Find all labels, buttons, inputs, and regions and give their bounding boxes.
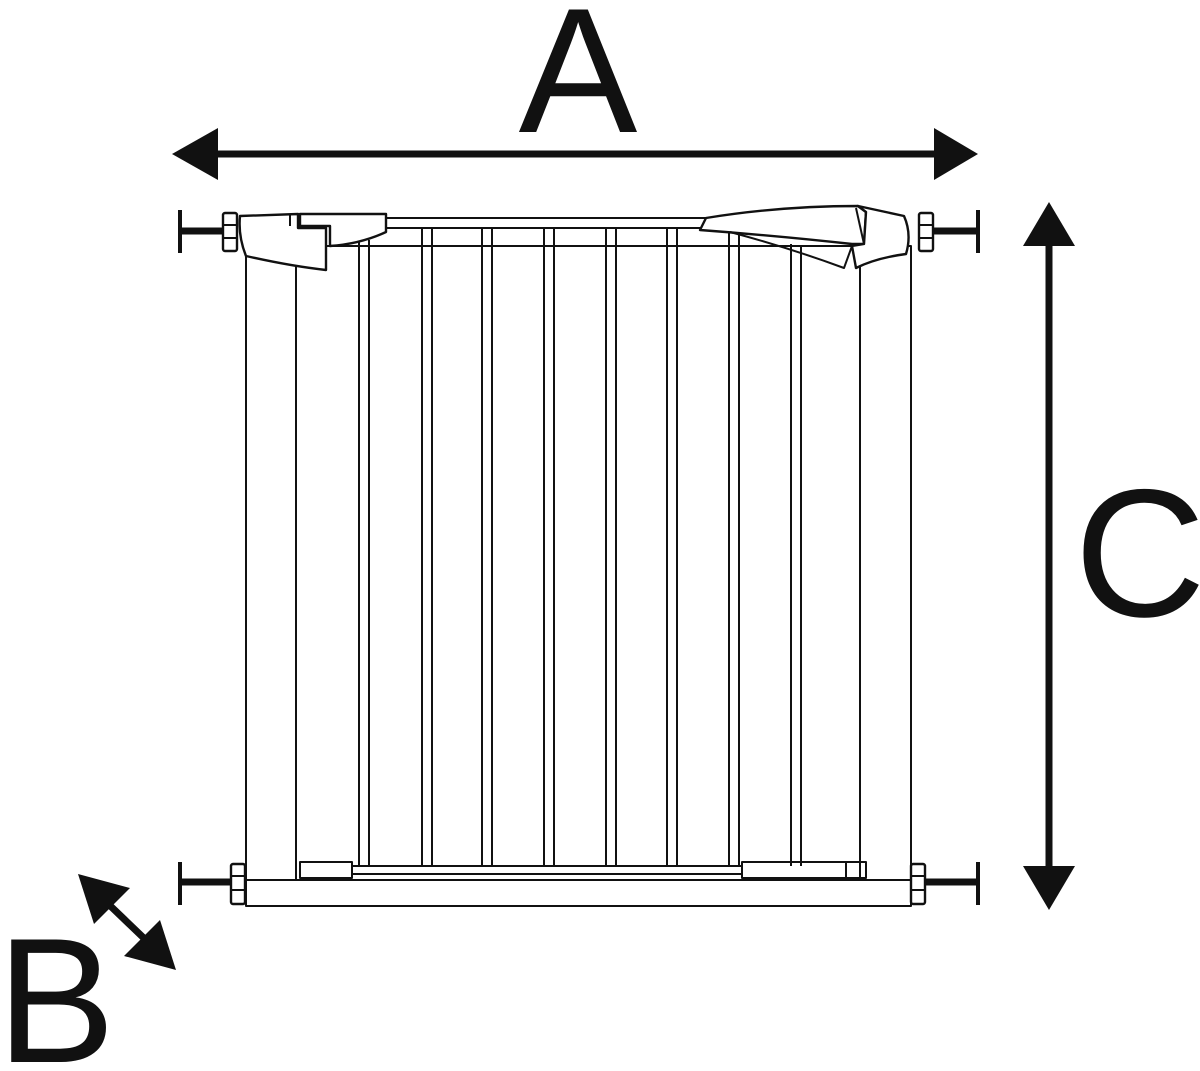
gate-frame (245, 217, 912, 907)
bottom-left-hinge-plate (299, 861, 353, 879)
door-bar (481, 228, 493, 866)
door-bar (790, 244, 802, 866)
depth-arrow-bottom-head (124, 920, 176, 970)
height-label: C (1074, 451, 1200, 655)
door-bar (358, 240, 370, 866)
dimension-a: A (172, 0, 978, 180)
dimension-b: B (0, 874, 176, 1071)
bottom-right-latch-plate (741, 861, 867, 879)
top-right-pressure-bolt (917, 210, 980, 253)
bottom-right-pressure-bolt (909, 862, 980, 906)
outer-frame (245, 245, 912, 907)
height-arrow-bottom-head (1023, 866, 1075, 910)
depth-arrow-top-head (78, 874, 130, 924)
door-bar (543, 228, 555, 866)
depth-label: B (0, 901, 115, 1071)
top-left-hinge-housing (238, 212, 388, 272)
top-left-pressure-bolt (178, 210, 239, 253)
top-right-latch-handle (698, 204, 910, 270)
width-arrow-right-head (934, 128, 978, 180)
dimension-c: C (1023, 202, 1200, 910)
door-bar (605, 228, 617, 866)
door-bar (421, 228, 433, 866)
width-arrow-left-head (172, 128, 218, 180)
gate-door-bars (358, 228, 802, 866)
bottom-door-rail (299, 861, 867, 879)
bottom-left-pressure-bolt (178, 862, 247, 906)
door-bar (728, 232, 740, 866)
width-label: A (519, 0, 638, 170)
door-bar (666, 228, 678, 866)
height-arrow-top-head (1023, 202, 1075, 246)
